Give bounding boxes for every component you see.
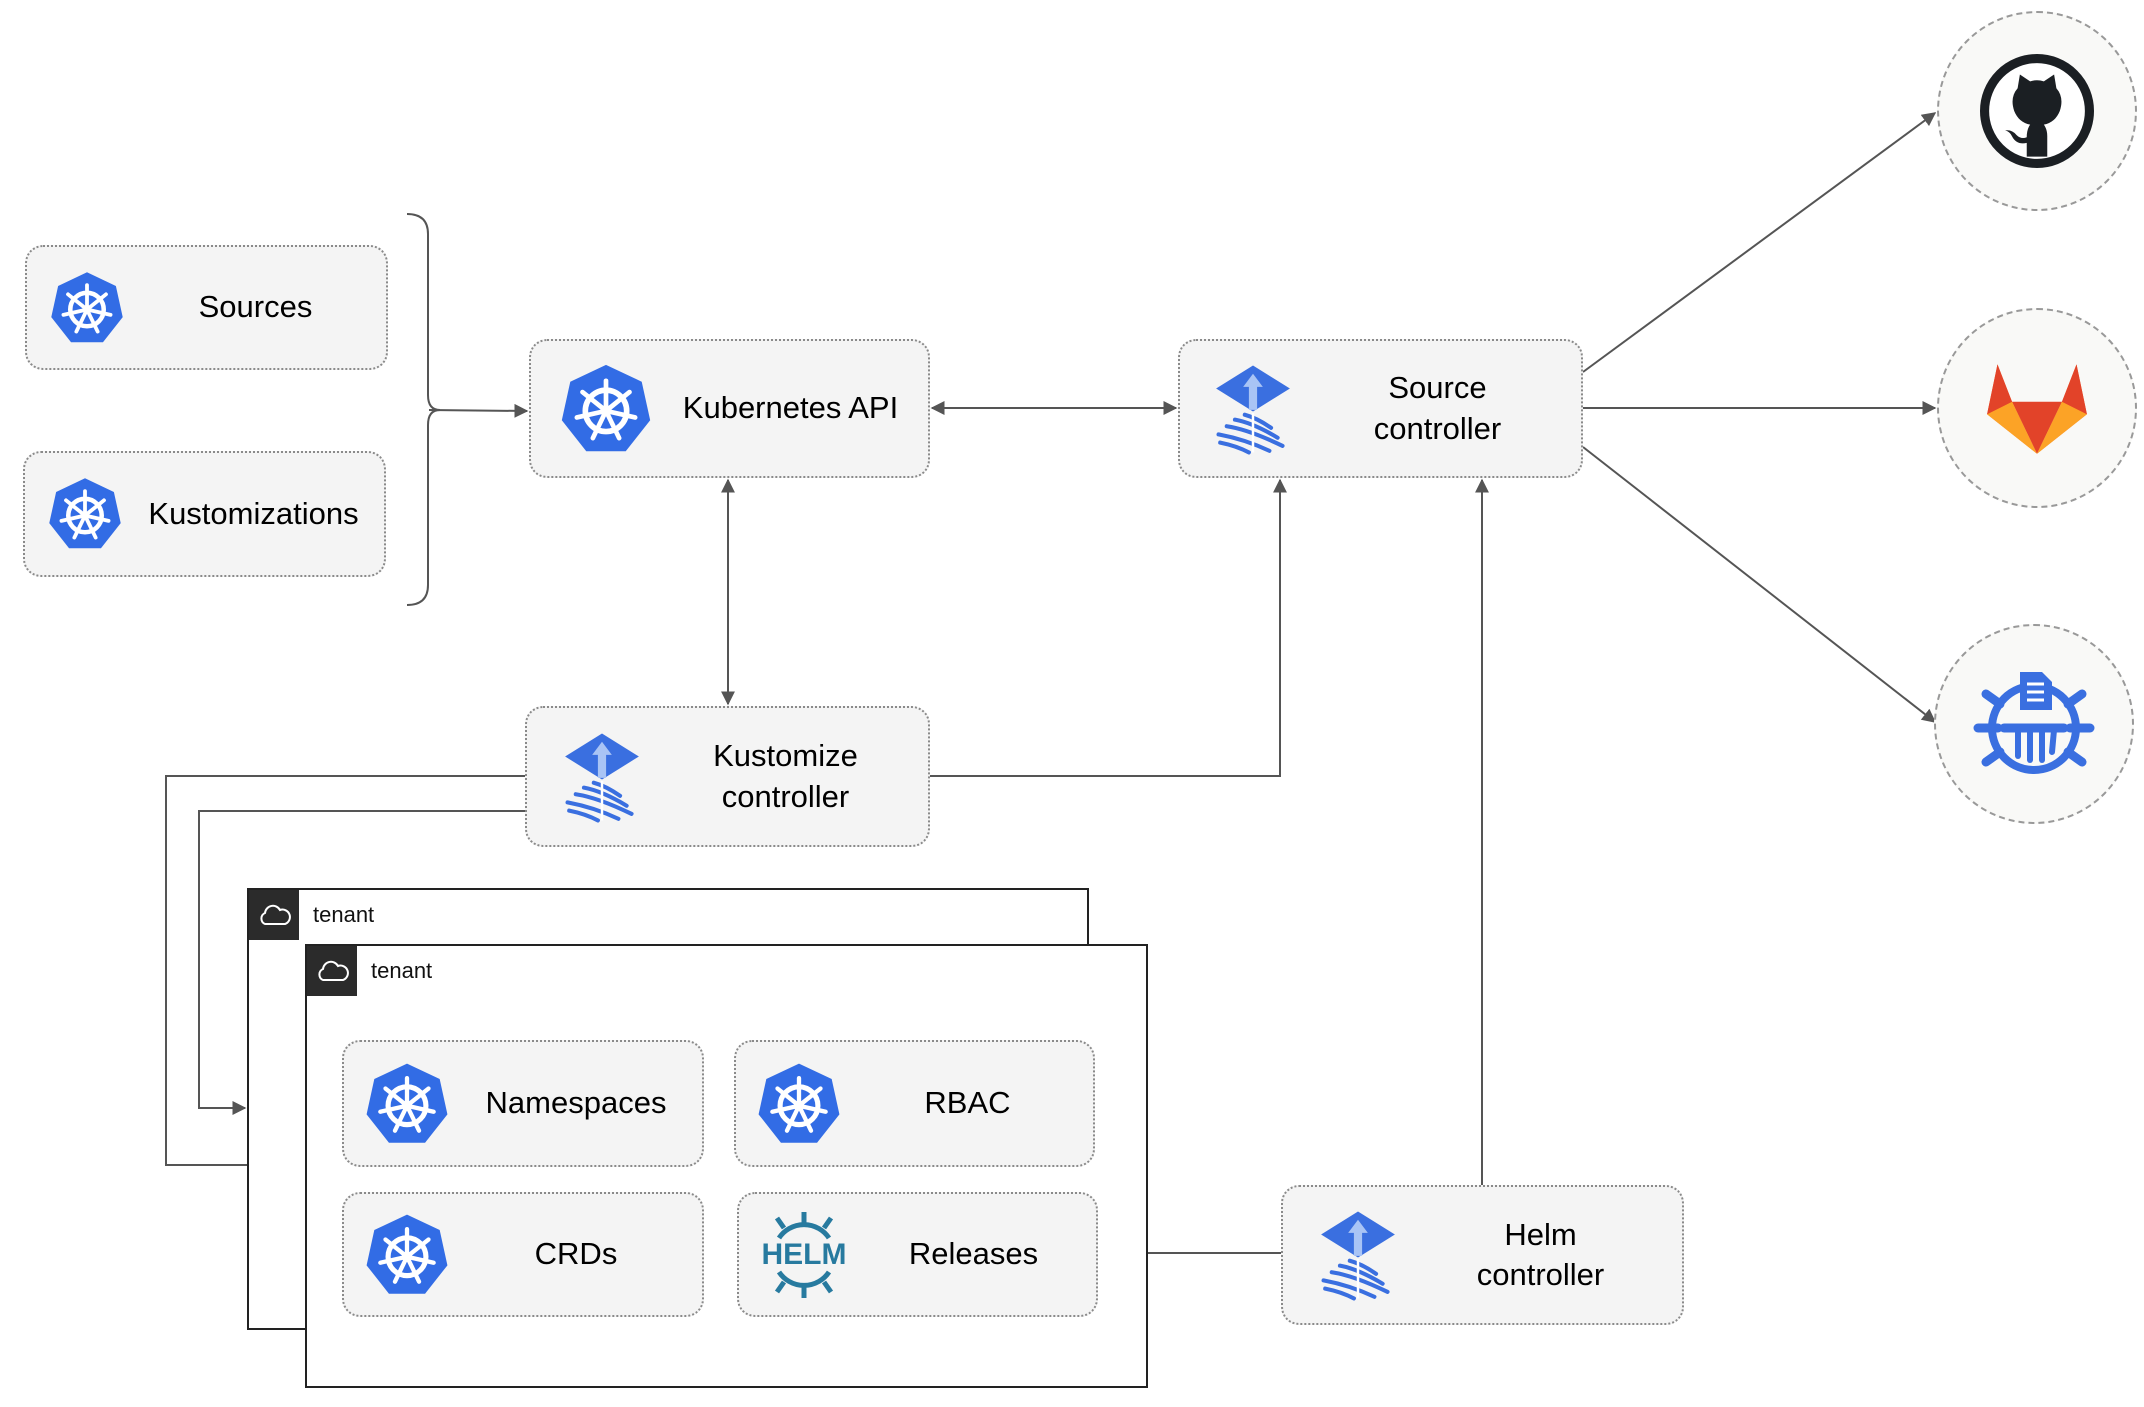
tenant-label: tenant	[313, 902, 375, 927]
kubernetes-icon	[49, 270, 125, 346]
helm-logo-text: HELM	[761, 1237, 847, 1271]
tenant-label: tenant	[371, 958, 433, 983]
source-controller-label-1: Source	[1388, 370, 1487, 406]
kubernetes-icon	[364, 1061, 450, 1147]
flux-icon	[1317, 1197, 1399, 1313]
flux-icon	[1212, 351, 1294, 467]
cloud-icon	[249, 890, 299, 940]
kustomize-controller-label-1: Kustomize	[713, 738, 858, 774]
crds-label: CRDs	[534, 1236, 618, 1272]
kubernetes-icon	[47, 476, 123, 552]
namespaces-node: Namespaces	[342, 1040, 704, 1167]
edge-source-bucket	[1582, 446, 1937, 723]
sources-label: Sources	[198, 289, 313, 325]
edge-kustomize-tenant-back	[198, 810, 525, 1115]
flux-icon	[561, 719, 643, 835]
edge-kustomize-source	[930, 478, 1287, 777]
bucket-source	[1934, 624, 2134, 824]
helm-controller-label-2: controller	[1476, 1257, 1605, 1292]
edge-source-github	[1582, 112, 1937, 373]
helm-icon: HELM	[757, 1208, 851, 1302]
kustomizations-label: Kustomizations	[148, 495, 359, 531]
github-icon	[1980, 54, 2094, 168]
source-controller-node: Source controller	[1178, 339, 1583, 478]
kubernetes-icon	[559, 362, 653, 456]
rbac-node: RBAC	[734, 1040, 1095, 1167]
releases-node: HELM Releases	[737, 1192, 1098, 1317]
releases-label: Releases	[908, 1236, 1039, 1272]
sources-node: Sources	[25, 245, 388, 370]
kubernetes-icon	[756, 1061, 842, 1147]
helm-controller-node: Helm controller	[1281, 1185, 1684, 1325]
kustomize-controller-label-2: controller	[721, 778, 850, 814]
helm-controller-label-1: Helm	[1504, 1216, 1577, 1252]
github-source	[1937, 11, 2137, 211]
gitlab-icon	[1987, 364, 2087, 454]
kubernetes-api-label: Kubernetes API	[682, 390, 899, 426]
kubernetes-icon	[364, 1212, 450, 1298]
namespaces-label: Namespaces	[485, 1085, 667, 1121]
source-controller-label-2: controller	[1373, 410, 1502, 446]
edge-crds-to-api	[428, 403, 529, 418]
cloud-icon	[307, 946, 357, 996]
bucket-icon	[1973, 672, 2095, 774]
edge-kustomize-tenant-front	[165, 775, 525, 1172]
rbac-label: RBAC	[924, 1085, 1011, 1121]
gitlab-source	[1937, 308, 2137, 508]
kustomizations-node: Kustomizations	[23, 451, 386, 577]
kubernetes-api-node: Kubernetes API	[529, 339, 930, 478]
kustomize-controller-node: Kustomize controller	[525, 706, 930, 847]
crds-node: CRDs	[342, 1192, 704, 1317]
